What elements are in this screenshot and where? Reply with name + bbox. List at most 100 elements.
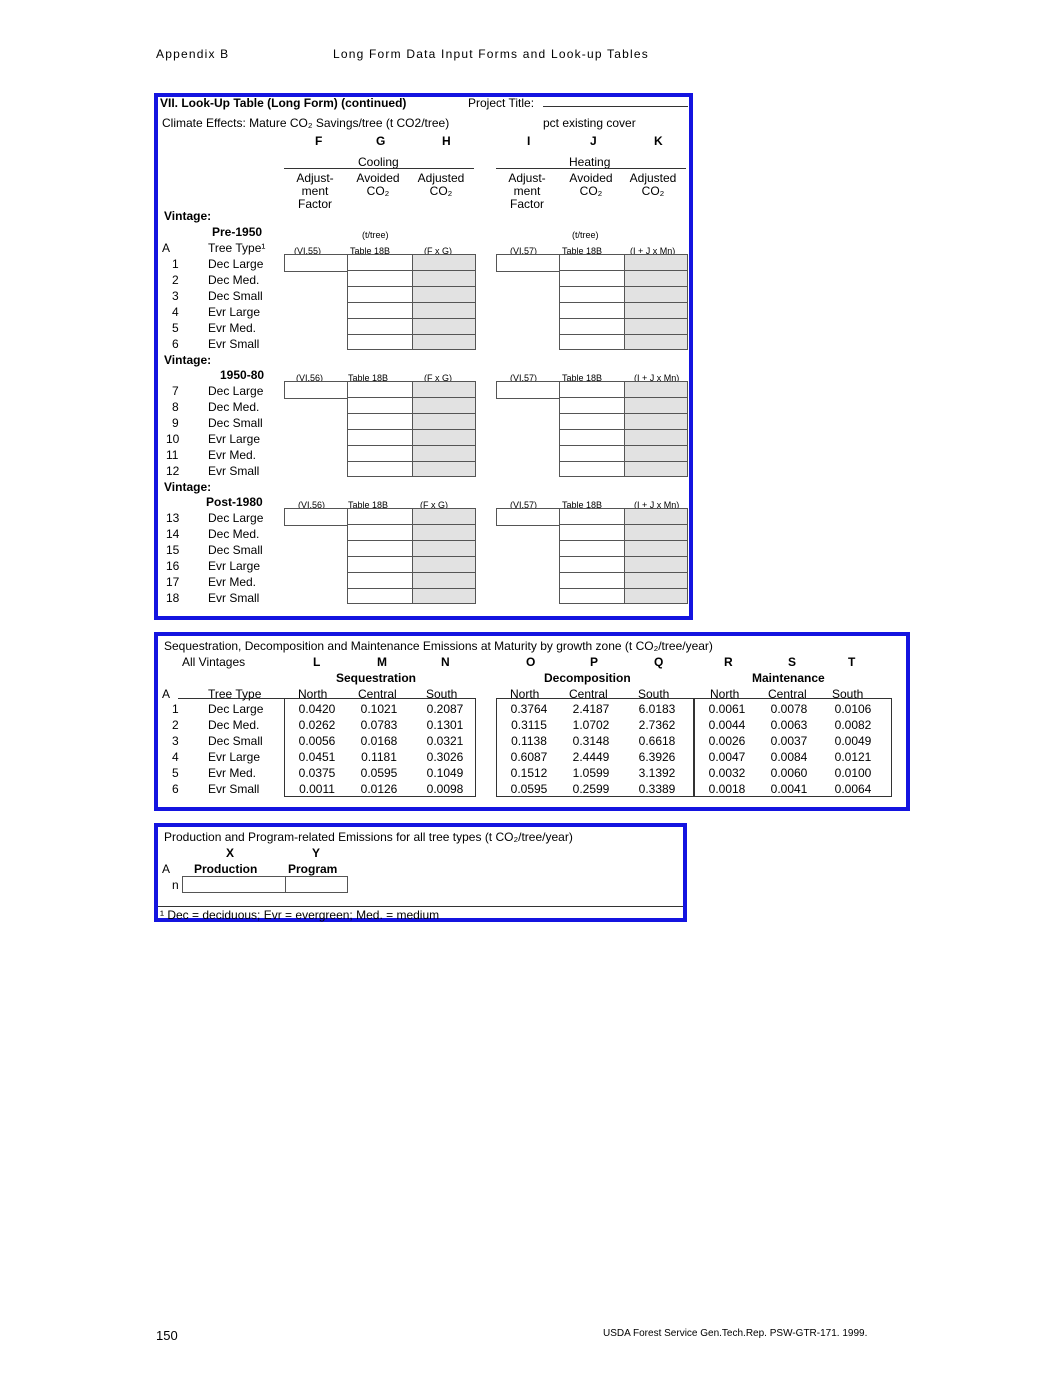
value-cell: 0.0041 bbox=[770, 782, 808, 796]
value-cell: 0.1301 bbox=[426, 718, 464, 732]
production-panel: Production and Program-related Emissions… bbox=[154, 823, 687, 922]
row-number: 2 bbox=[172, 718, 179, 732]
lookup-table-title: VII. Look-Up Table (Long Form) (continue… bbox=[160, 96, 407, 110]
production-title: Production and Program-related Emissions… bbox=[164, 830, 573, 844]
row-number: 12 bbox=[166, 464, 180, 478]
value-cell: 0.0126 bbox=[360, 782, 398, 796]
production-header: Production bbox=[194, 862, 258, 876]
cool-avoided-co2: Avoided CO₂ bbox=[356, 171, 400, 198]
footnote-rule bbox=[158, 906, 683, 907]
row-letter-a: A bbox=[162, 862, 171, 876]
row-number: 4 bbox=[172, 305, 179, 319]
col-north: North bbox=[510, 687, 540, 701]
all-vintages-label: All Vintages bbox=[182, 655, 246, 669]
value-cell: 0.1049 bbox=[426, 766, 464, 780]
row-number: 7 bbox=[172, 384, 179, 398]
sequestration-title: Sequestration, Decomposition and Mainten… bbox=[164, 639, 713, 653]
value-cell: 0.0047 bbox=[708, 750, 746, 764]
input-cell[interactable] bbox=[284, 254, 348, 272]
value-cell: 0.0011 bbox=[299, 782, 335, 796]
decomposition-group: Decomposition bbox=[544, 671, 631, 685]
vintage-post-1980: Post-1980 bbox=[206, 495, 263, 509]
col-south: South bbox=[426, 687, 458, 701]
maintenance-values-box bbox=[694, 698, 892, 797]
row-letter-a: A bbox=[162, 241, 171, 255]
row-label-n: n bbox=[172, 878, 179, 892]
production-input[interactable] bbox=[182, 876, 286, 893]
value-cell: 0.0056 bbox=[298, 734, 336, 748]
value-cell: 0.0037 bbox=[770, 734, 808, 748]
ref-1-2: (F x G) bbox=[424, 246, 452, 256]
row-number: 17 bbox=[166, 575, 180, 589]
value-cell: 0.0168 bbox=[360, 734, 398, 748]
tree-type: Evr Med. bbox=[208, 766, 257, 780]
ref-2-1: Table 18B bbox=[348, 373, 389, 383]
tree-type: Evr Large bbox=[208, 750, 261, 764]
value-cell: 0.0061 bbox=[708, 702, 746, 716]
value-cell: 0.0044 bbox=[708, 718, 746, 732]
tree-type: Evr Large bbox=[208, 559, 261, 573]
heating-rule bbox=[496, 168, 686, 169]
footnote: ¹ Dec = deciduous; Evr = evergreen; Med.… bbox=[160, 908, 440, 922]
value-cell: 0.0783 bbox=[360, 718, 398, 732]
col-central: Central bbox=[358, 687, 397, 701]
tree-type: Dec Large bbox=[208, 511, 264, 525]
ref-2-3: (VI.57) bbox=[510, 373, 538, 383]
tree-type: Evr Large bbox=[208, 305, 261, 319]
value-cell: 0.0106 bbox=[834, 702, 872, 716]
page-number: 150 bbox=[156, 1328, 178, 1343]
value-cell: 0.3764 bbox=[510, 702, 548, 716]
decomposition-values-box bbox=[496, 698, 694, 797]
ref-1-4: Table 18B bbox=[562, 246, 603, 256]
col-letter-i: I bbox=[527, 134, 531, 148]
sequestration-values-box bbox=[284, 698, 476, 797]
climate-effects-panel: VII. Look-Up Table (Long Form) (continue… bbox=[154, 93, 693, 620]
input-cell[interactable] bbox=[284, 381, 348, 399]
tree-type: Dec Large bbox=[208, 384, 264, 398]
value-cell: 0.0063 bbox=[770, 718, 808, 732]
col-north: North bbox=[298, 687, 328, 701]
value-cell: 0.0098 bbox=[426, 782, 464, 796]
row-number: 2 bbox=[172, 273, 179, 287]
row-number: 6 bbox=[172, 337, 179, 351]
row-number: 13 bbox=[166, 511, 180, 525]
project-title-line bbox=[543, 106, 688, 107]
program-input[interactable] bbox=[285, 876, 348, 893]
input-cell[interactable] bbox=[496, 381, 560, 399]
col-south: South bbox=[832, 687, 864, 701]
ref-3-0: (VI.56) bbox=[298, 500, 326, 510]
input-cell[interactable] bbox=[496, 254, 560, 272]
value-cell: 0.1021 bbox=[360, 702, 398, 716]
ref-3-5: (I + J x Mn) bbox=[634, 500, 680, 510]
value-cell: 0.0026 bbox=[708, 734, 746, 748]
value-cell: 0.0121 bbox=[834, 750, 872, 764]
row-number: 9 bbox=[172, 416, 179, 430]
value-cell: 3.1392 bbox=[638, 766, 676, 780]
tree-type: Dec Small bbox=[208, 416, 263, 430]
input-cell[interactable] bbox=[284, 508, 348, 526]
value-cell: 0.0060 bbox=[770, 766, 808, 780]
row-number: 18 bbox=[166, 591, 180, 605]
value-cell: 0.0375 bbox=[298, 766, 336, 780]
tree-type: Dec Large bbox=[208, 702, 264, 716]
vintage-1950-80: 1950-80 bbox=[220, 368, 265, 382]
ref-2-2: (F x G) bbox=[424, 373, 452, 383]
col-letter: N bbox=[441, 655, 450, 669]
input-cell[interactable] bbox=[496, 508, 560, 526]
tree-type: Dec Med. bbox=[208, 718, 260, 732]
row-number: 11 bbox=[166, 448, 179, 462]
value-cell: 0.0595 bbox=[360, 766, 398, 780]
value-cell: 0.1512 bbox=[510, 766, 548, 780]
col-letter-g: G bbox=[376, 134, 386, 148]
value-cell: 0.0595 bbox=[510, 782, 548, 796]
row-number: 1 bbox=[172, 257, 179, 271]
ref-2-4: Table 18B bbox=[562, 373, 603, 383]
row-number: 4 bbox=[172, 750, 179, 764]
ref-2-5: (I + J x Mn) bbox=[634, 373, 680, 383]
value-cell: 6.3926 bbox=[638, 750, 676, 764]
value-cell: 2.4449 bbox=[572, 750, 610, 764]
sequestration-group: Sequestration bbox=[336, 671, 417, 685]
col-letter: O bbox=[526, 655, 536, 669]
cooling-header: Cooling bbox=[358, 155, 399, 169]
col-letter: L bbox=[313, 655, 321, 669]
